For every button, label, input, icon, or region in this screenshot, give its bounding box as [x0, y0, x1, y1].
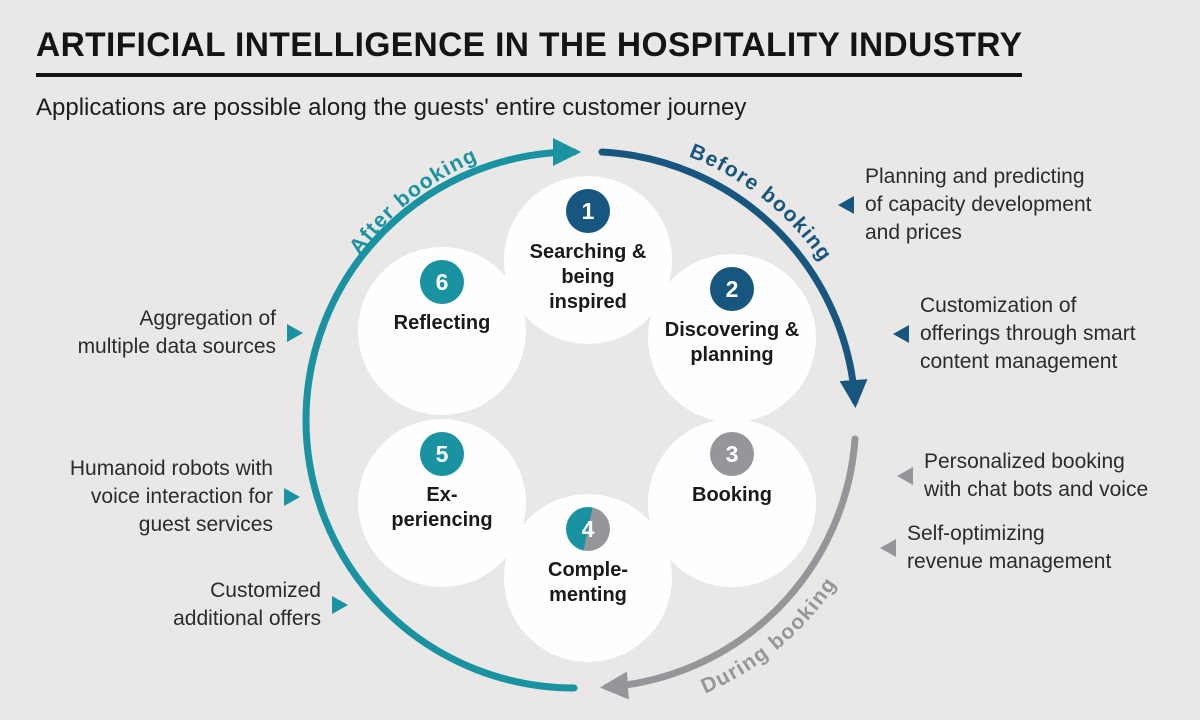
annotation-text: Personalized booking with chat bots and … [924, 450, 1149, 501]
before-booking-label: Before booking [686, 140, 836, 266]
stage-circle-reflecting: 6 Reflecting [358, 247, 526, 415]
page-subtitle: Applications are possible along the gues… [36, 94, 747, 121]
arrow-right-icon [332, 596, 348, 614]
stage-number-badge: 5 [420, 432, 464, 476]
during-booking-arc [600, 435, 859, 700]
stage-label: Discovering & planning [664, 319, 800, 366]
annotation-aggregation: Aggregation of multiple data sources [78, 305, 303, 361]
stage-label: Reflecting [393, 312, 491, 334]
annotation-text: Self-optimizing revenue management [907, 522, 1112, 573]
annotation-self-optimizing: Self-optimizing revenue management [880, 520, 1111, 576]
during-booking-label: During booking [697, 573, 841, 698]
annotation-humanoid-robots: Humanoid robots with voice interaction f… [70, 455, 300, 539]
arrow-right-icon [287, 324, 303, 342]
annotation-customized-offers: Customized additional offers [173, 577, 348, 633]
stage-number-badge: 6 [420, 260, 464, 304]
annotation-text: Humanoid robots with voice interaction f… [69, 457, 273, 536]
header: ARTIFICIAL INTELLIGENCE IN THE HOSPITALI… [36, 26, 1166, 122]
stage-number-badge: 2 [710, 267, 754, 311]
arrow-left-icon [893, 325, 909, 343]
stage-circle-experiencing: 5 Ex- periencing [358, 419, 526, 587]
stage-number-badge: 3 [710, 432, 754, 476]
annotation-text: Customization of offerings through smart… [920, 294, 1136, 373]
stage-label: Searching & being inspired [529, 241, 647, 313]
annotation-personalized-booking: Personalized booking with chat bots and … [897, 448, 1148, 504]
before-booking-arc [598, 148, 868, 408]
annotation-customization-offerings: Customization of offerings through smart… [893, 292, 1136, 376]
stage-circle-booking: 3 Booking [648, 419, 816, 587]
stage-number-badge: 1 [566, 189, 610, 233]
stage-number-badge: 4 [566, 507, 610, 551]
arrow-right-icon [284, 488, 300, 506]
annotation-text: Customized additional offers [173, 579, 321, 630]
arrow-left-icon [897, 467, 913, 485]
page-title: ARTIFICIAL INTELLIGENCE IN THE HOSPITALI… [36, 26, 1023, 77]
after-booking-arc [302, 138, 581, 692]
stage-label: Booking [692, 484, 772, 506]
stage-circle-discovering: 2 Discovering & planning [648, 254, 816, 422]
arrow-left-icon [838, 196, 854, 214]
annotation-text: Planning and predicting of capacity deve… [865, 165, 1092, 244]
stage-circle-searching: 1 Searching & being inspired [504, 176, 672, 344]
annotation-text: Aggregation of multiple data sources [77, 307, 276, 358]
annotation-planning-predicting: Planning and predicting of capacity deve… [838, 163, 1091, 247]
stage-circle-complementing: 4 Comple- menting [504, 494, 672, 662]
stage-label: Ex- periencing [391, 484, 493, 531]
arrow-left-icon [880, 539, 896, 557]
stage-label: Comple- menting [548, 559, 628, 606]
after-booking-label: After booking [345, 143, 481, 258]
